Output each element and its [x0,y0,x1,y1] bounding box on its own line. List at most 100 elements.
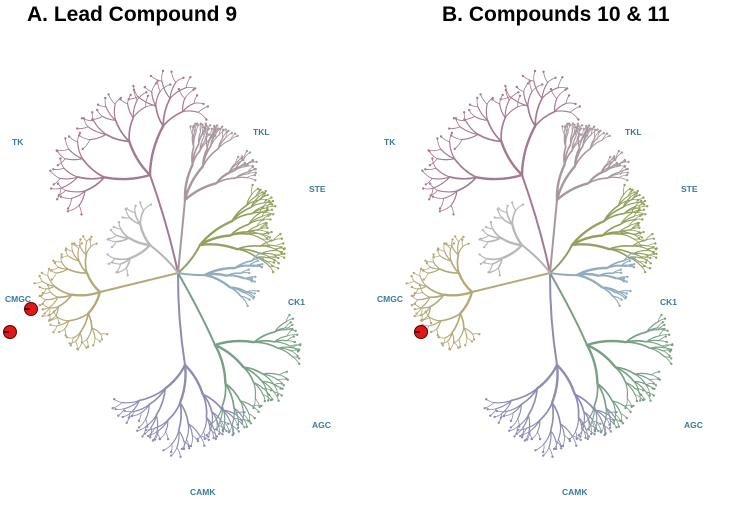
kinase-leaf [491,98,494,101]
kinase-leaf [261,191,264,194]
kinase-leaf [68,342,71,345]
branch-cmgc [85,245,92,256]
branch-tk [91,115,103,120]
kinase-leaf [156,80,159,83]
branch-cmgc [438,268,460,274]
kinase-leaf [637,221,640,225]
kinase-leaf [169,450,173,454]
kinase-leaf [579,438,582,442]
kinase-leaf [592,125,596,128]
branch-ck1 [240,271,250,274]
kinase-leaf [92,344,95,347]
branch-ste [570,243,611,251]
kinase-leaf [468,108,471,112]
kinase-leaf [646,205,649,208]
branch-tkl [589,139,603,150]
branch-camk [487,408,497,410]
branch-tk [475,173,524,181]
branch-tk [76,126,89,130]
kinase-leaf [64,137,67,140]
branch-other [108,234,118,240]
branch-camk [493,399,513,404]
kinase-leaf [210,127,213,131]
kinase-leaf [151,439,155,442]
branch-tkl [245,174,256,179]
kinase-leaf [566,122,569,126]
branch-camk [590,424,592,435]
branch-camk [113,398,123,403]
branch-cmgc [85,271,102,294]
kinase-leaf [274,205,277,208]
hit-marker [3,325,17,339]
branch-agc [645,341,663,347]
kinase-leaf [593,128,597,131]
kinase-leaf [38,274,41,278]
kinase-leaf [38,285,41,289]
kinase-leaf [470,340,474,343]
trunk-cmgc [471,272,551,293]
kinase-leaf [579,127,583,130]
kinase-leaf [76,127,79,130]
kinase-leaf [654,242,657,245]
trunk-other [521,244,551,274]
branch-tk [523,91,529,107]
branch-tk [499,103,506,119]
trunk-agc [177,272,216,346]
branch-cmgc [444,332,453,339]
kinase-leaf [215,435,219,438]
branch-tk [132,99,138,119]
branch-cmgc [424,260,434,263]
branch-tk [81,157,106,179]
kinase-leaf [639,393,643,396]
kinase-leaf [169,83,172,86]
kinase-leaf [272,213,275,216]
branch-camk [163,443,173,451]
branch-group-tkl [555,122,630,202]
kinase-leaf [655,256,658,259]
branch-group-cmgc [405,235,481,351]
kinase-leaf [628,187,632,191]
kinase-leaf [561,76,564,79]
kinase-leaf [55,149,58,152]
branch-cmgc [86,327,93,341]
branch-tk [144,86,153,93]
kinase-leaf [651,387,654,390]
kinase-leaf [100,338,104,341]
kinase-leaf [528,80,531,83]
kinase-leaf [453,147,456,151]
branch-tk [96,109,103,117]
kinase-leaf [280,382,283,385]
kinase-leaf [593,433,596,436]
kinase-leaf [564,88,567,91]
branch-tk [169,81,177,99]
group-label-tk: TK [12,137,24,147]
kinase-leaf [76,347,79,350]
branch-ck1 [225,274,245,280]
branch-tkl [587,177,609,185]
branch-camk [549,401,555,432]
branch-cmgc [67,312,90,322]
branch-tkl [202,147,220,168]
branch-tk [469,104,479,108]
branch-cmgc [417,285,427,290]
branch-ck1 [597,274,617,280]
kinase-leaf [603,433,606,437]
kinase-leaf [286,378,289,381]
kinase-leaf [56,164,60,167]
kinase-leaf [575,127,579,130]
trunk-camk [176,272,186,366]
branch-cmgc [52,260,62,263]
branch-camk [506,403,522,412]
branch-tk [78,205,82,215]
branch-agc [284,321,292,329]
branch-tk [541,87,559,99]
branch-other [511,202,517,211]
branch-camk [145,403,150,420]
branch-cmgc [457,245,464,256]
kinase-leaf [65,336,69,339]
branch-agc [224,382,235,409]
branch-tk [533,70,536,82]
kinase-leaf [57,321,61,325]
kinase-leaf [663,328,666,331]
trunk-ste [549,244,573,274]
